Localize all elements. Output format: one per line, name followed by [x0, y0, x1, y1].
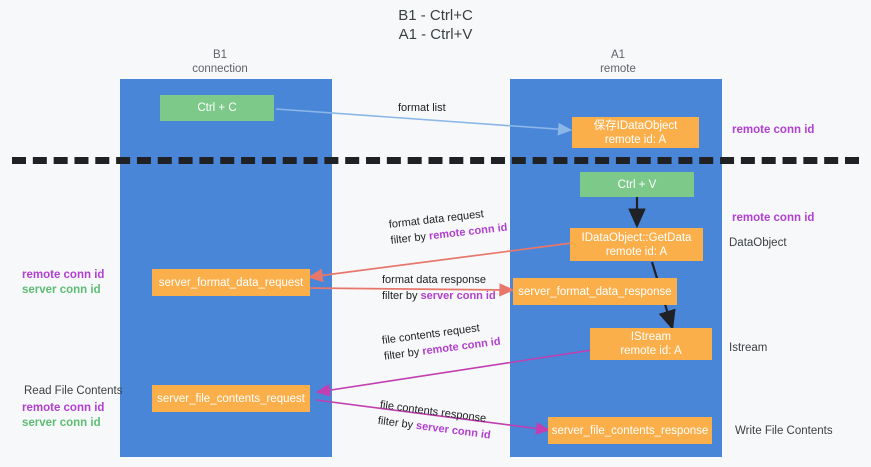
node-server-file-contents-response-label: server_file_contents_response [551, 424, 709, 437]
left-label-remote-conn-id-2: remote conn id [22, 402, 105, 414]
node-ctrl-v[interactable]: Ctrl + V [580, 172, 694, 197]
diagram-title: B1 - Ctrl+C A1 - Ctrl+V [0, 6, 871, 44]
edge-label-file-contents-response-filter-prefix: filter by [377, 414, 417, 432]
edge-label-format-data-response: format data response filter by server con… [382, 272, 496, 304]
phase-divider [12, 157, 859, 164]
node-server-format-data-request-label: server_format_data_request [158, 276, 304, 289]
node-server-format-data-response-label: server_format_data_response [518, 285, 672, 298]
left-label-conn-ids-bottom: remote conn id server conn id [22, 401, 104, 431]
edge-label-format-data-response-text: format data response [382, 274, 486, 286]
column-header-a1-sub: remote [600, 63, 636, 75]
node-ctrl-v-label: Ctrl + V [617, 178, 657, 191]
edge-file-contents-response [315, 399, 551, 435]
right-label-remote-conn-id-top: remote conn id [732, 124, 815, 136]
edge-label-format-list-text: format list [398, 102, 446, 114]
edge-format-data-response [304, 283, 515, 297]
node-save-idataobject-line2: remote id: A [604, 133, 667, 146]
right-label-write-file-contents: Write File Contents [735, 425, 833, 437]
edge-format-list [275, 108, 573, 136]
column-header-a1: A1 remote [548, 48, 688, 76]
diagram-title-line1: B1 - Ctrl+C [398, 7, 473, 24]
left-label-server-conn-id: server conn id [22, 284, 101, 296]
column-header-b1-name: B1 [212, 49, 228, 61]
column-header-b1-sub: connection [192, 63, 248, 75]
node-ctrl-c-label: Ctrl + C [197, 102, 237, 114]
edge-label-format-list: format list [398, 100, 446, 116]
node-server-file-contents-request[interactable]: server_file_contents_request [152, 385, 310, 412]
node-server-file-contents-response[interactable]: server_file_contents_response [548, 417, 712, 444]
edge-label-format-data-request-filter-prefix: filter by [390, 230, 430, 247]
node-server-format-data-response[interactable]: server_format_data_response [513, 278, 677, 305]
left-label-server-conn-id-2: server conn id [22, 417, 101, 429]
right-label-istream: Istream [729, 342, 768, 354]
column-header-a1-name: A1 [610, 49, 626, 61]
edge-format-data-request [307, 242, 573, 283]
edge-label-format-data-response-filter-key: server conn id [420, 290, 496, 302]
node-idataobject-getdata-line1: IDataObject::GetData [581, 231, 692, 244]
edge-file-contents-request [315, 349, 593, 397]
right-label-remote-conn-id-mid: remote conn id [732, 212, 815, 224]
node-istream-line1: IStream [630, 331, 672, 343]
node-istream[interactable]: IStream remote id: A [590, 328, 712, 360]
node-server-format-data-request[interactable]: server_format_data_request [152, 269, 310, 296]
edge-label-format-data-response-filter-prefix: filter by [382, 290, 421, 302]
column-header-b1: B1 connection [150, 48, 290, 76]
edge-label-file-contents-request-filter-prefix: filter by [383, 345, 424, 363]
left-label-conn-ids-top: remote conn id server conn id [22, 268, 104, 298]
left-label-read-file-contents: Read File Contents [24, 385, 123, 397]
node-ctrl-c[interactable]: Ctrl + C [160, 95, 274, 121]
node-server-file-contents-request-label: server_file_contents_request [157, 392, 305, 405]
node-istream-line2: remote id: A [620, 345, 682, 357]
diagram-title-line2: A1 - Ctrl+V [398, 26, 473, 43]
node-save-idataobject-line1: 保存IDataObject [593, 119, 678, 132]
node-idataobject-getdata-line2: remote id: A [605, 245, 668, 258]
right-label-data-object: DataObject [729, 237, 787, 249]
left-label-remote-conn-id: remote conn id [22, 269, 105, 281]
